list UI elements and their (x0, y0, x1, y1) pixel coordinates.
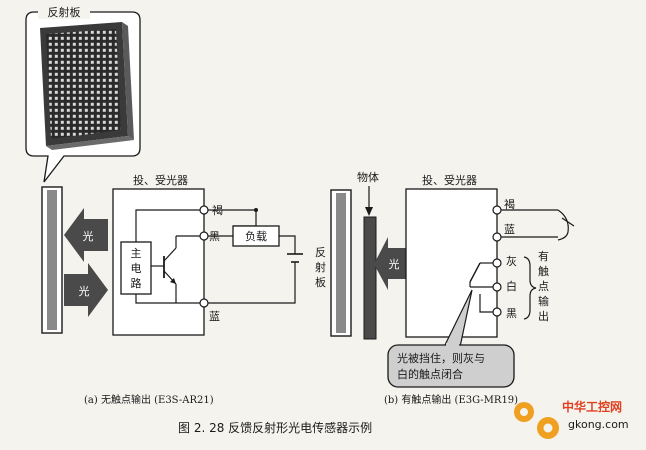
svg-text:出: 出 (538, 309, 549, 323)
sensor-title-a: 投、受光器 (133, 173, 188, 187)
svg-text:白的触点闭合: 白的触点闭合 (397, 367, 463, 381)
terminal-blue-a (199, 298, 209, 308)
terminal-black-b (492, 307, 502, 317)
watermark-logo: 中华工控网 gkong.com (514, 399, 629, 439)
light-arrow-in: 光 (64, 263, 108, 317)
reflector-callout: 反射板 (25, 5, 141, 183)
figure-caption: 图 2. 28 反馈反射形光电传感器示例 (178, 420, 372, 435)
terminal-black-a (199, 231, 209, 241)
reflector-label: 反射板 (48, 5, 81, 19)
svg-text:蓝: 蓝 (504, 223, 515, 236)
contact-brace (523, 256, 537, 320)
caption-b: (b) 有触点输出 (E3G-MR19) (384, 393, 518, 406)
relay-contact (469, 262, 493, 313)
svg-text:蓝: 蓝 (209, 310, 220, 323)
terminal-white (492, 282, 502, 292)
svg-text:光: 光 (79, 284, 90, 298)
sensor-title-b: 投、受光器 (422, 173, 477, 187)
svg-text:点: 点 (538, 280, 549, 293)
light-arrow-out: 光 (64, 208, 108, 262)
svg-text:反: 反 (315, 246, 326, 259)
svg-text:路: 路 (131, 277, 142, 290)
transistor-symbol (151, 236, 177, 303)
svg-text:白: 白 (506, 279, 517, 293)
caption-a: (a) 无触点输出 (E3S-AR21) (84, 393, 214, 406)
panel-a: 光 光 投、受光器 主 电 路 褐 (41, 173, 326, 406)
svg-text:gkong.com: gkong.com (568, 418, 629, 431)
light-arrow-b: 光 (374, 237, 406, 290)
svg-text:输: 输 (538, 294, 549, 308)
svg-text:负载: 负载 (245, 229, 267, 243)
terminal-gray (492, 258, 502, 268)
panel-b: 物体 光 投、受光器 褐 蓝 灰 白 黑 (330, 170, 575, 406)
terminal-blue-b (492, 232, 502, 242)
object-bar (363, 216, 377, 340)
svg-text:电: 电 (131, 262, 142, 275)
contact-callout: 光被挡住，则灰与 白的触点闭合 (387, 289, 515, 388)
svg-text:灰: 灰 (506, 254, 517, 268)
svg-text:褐: 褐 (504, 197, 515, 211)
svg-text:中华工控网: 中华工控网 (562, 399, 622, 414)
svg-text:有: 有 (538, 249, 549, 263)
svg-text:主: 主 (131, 247, 142, 260)
reflector-photo (40, 22, 134, 150)
terminal-brown-a (199, 205, 209, 215)
dc-supply-symbol (287, 253, 303, 263)
svg-text:光: 光 (83, 229, 94, 243)
terminal-brown-b (492, 205, 502, 215)
svg-text:黑: 黑 (506, 307, 517, 320)
svg-text:光被挡住，则灰与: 光被挡住，则灰与 (397, 351, 485, 365)
svg-text:触: 触 (538, 264, 549, 278)
svg-text:光: 光 (389, 257, 400, 271)
svg-text:板: 板 (315, 275, 326, 289)
object-label: 物体 (357, 170, 379, 184)
svg-text:射: 射 (315, 260, 326, 274)
